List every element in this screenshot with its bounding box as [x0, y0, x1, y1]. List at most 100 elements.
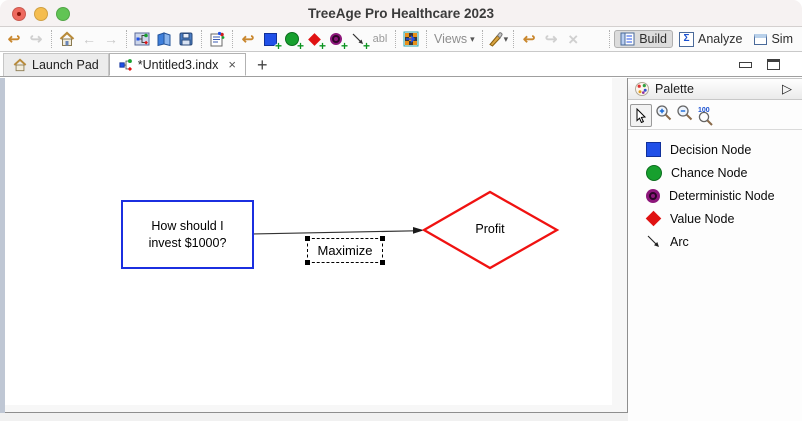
- edit-redo-button[interactable]: ↪: [541, 28, 561, 50]
- change-node-type-button[interactable]: ↩: [238, 28, 258, 50]
- open-button[interactable]: [154, 28, 174, 50]
- minimize-button[interactable]: [34, 7, 48, 21]
- sim-label: Sim: [771, 32, 793, 46]
- select-tool-button[interactable]: [630, 104, 652, 127]
- palette-expand-button[interactable]: ▷: [782, 81, 792, 96]
- palette-item-chance-node[interactable]: Chance Node: [628, 161, 802, 184]
- zoom-100-button[interactable]: 100: [697, 107, 715, 127]
- close-tab-icon[interactable]: ×: [228, 57, 236, 72]
- tab-label: Launch Pad: [32, 58, 99, 72]
- selection-handle[interactable]: [305, 236, 310, 241]
- zoom-in-icon: [656, 105, 672, 121]
- add-arc-button[interactable]: +: [348, 29, 370, 53]
- toolbar-separator: [395, 30, 396, 48]
- window-title: TreeAge Pro Healthcare 2023: [307, 5, 495, 21]
- build-label: Build: [639, 32, 667, 46]
- tab-launch-pad[interactable]: Launch Pad: [3, 53, 109, 76]
- tree-display-button[interactable]: [401, 28, 421, 50]
- add-value-node-button[interactable]: +: [304, 29, 326, 53]
- chance-node-icon: [285, 32, 299, 46]
- tab-untitled3[interactable]: *Untitled3.indx ×: [108, 53, 246, 76]
- add-chance-node-button[interactable]: +: [282, 29, 304, 52]
- back-button[interactable]: ←: [79, 28, 99, 50]
- decision-node-text-line2: invest $1000?: [148, 235, 227, 250]
- zoom-in-button[interactable]: [655, 104, 673, 127]
- palette-toolbar: 100: [628, 100, 802, 130]
- new-tree-button[interactable]: [132, 28, 152, 50]
- home-button[interactable]: [57, 28, 77, 50]
- save-icon: [179, 32, 193, 46]
- undo-icon: ↩: [522, 30, 536, 48]
- plus-icon: +: [274, 39, 282, 53]
- canvas-page[interactable]: How should I invest $1000? Profit Maximi…: [5, 78, 612, 405]
- views-label: Views: [434, 32, 468, 46]
- arc-arrowhead-icon: [413, 227, 424, 234]
- home-icon: [59, 31, 75, 46]
- plus-icon: +: [362, 39, 370, 53]
- palette-item-deterministic-node[interactable]: Deterministic Node: [628, 184, 802, 207]
- edit-undo-button[interactable]: ↩: [519, 28, 539, 50]
- selection-handle[interactable]: [380, 236, 385, 241]
- branch-label-text: Maximize: [317, 243, 373, 258]
- selection-handle[interactable]: [380, 260, 385, 265]
- arc-icon: [352, 33, 363, 44]
- maximize-view-button[interactable]: [767, 59, 780, 70]
- palette-item-decision-node[interactable]: Decision Node: [628, 138, 802, 161]
- add-deterministic-node-button[interactable]: +: [326, 29, 348, 53]
- arc-line[interactable]: [251, 230, 416, 235]
- deterministic-node-icon: [330, 33, 342, 45]
- toolbar-separator: [513, 30, 515, 48]
- views-dropdown[interactable]: Views ▾: [431, 32, 478, 46]
- toolbar-separator: [126, 30, 127, 48]
- undo-button[interactable]: ↩: [4, 28, 24, 50]
- tree-display-icon: [403, 31, 419, 47]
- decision-node[interactable]: How should I invest $1000?: [121, 200, 254, 269]
- perspective-sim-button[interactable]: Sim: [748, 30, 799, 48]
- toolbar-separator: [481, 30, 483, 48]
- analyze-label: Analyze: [697, 32, 743, 46]
- forward-icon: →: [104, 31, 118, 47]
- redo-button[interactable]: ↪: [26, 28, 46, 50]
- perspective-analyze-button[interactable]: Σ Analyze: [673, 30, 748, 49]
- fullscreen-button[interactable]: [56, 7, 70, 21]
- palette-item-label: Arc: [670, 234, 689, 249]
- value-node-label: Profit: [475, 222, 505, 236]
- redo-icon: ↪: [29, 30, 43, 48]
- pen-style-dropdown[interactable]: ▾: [488, 28, 508, 50]
- close-button[interactable]: [12, 7, 26, 21]
- canvas-drawing: [251, 190, 560, 270]
- new-document-button[interactable]: [207, 28, 227, 50]
- palette-item-value-node[interactable]: Value Node: [628, 207, 802, 230]
- palette-header[interactable]: Palette ▷: [628, 78, 802, 100]
- forward-button[interactable]: →: [101, 28, 121, 50]
- new-tab-button[interactable]: +: [256, 55, 268, 75]
- save-button[interactable]: [176, 28, 196, 50]
- cursor-icon: [636, 108, 647, 123]
- toolbar-separator: [201, 30, 202, 48]
- undo-icon: ↩: [7, 30, 21, 48]
- perspective-build-button[interactable]: Build: [614, 30, 673, 48]
- arc-icon: [647, 235, 659, 247]
- delete-icon: ×: [568, 29, 579, 49]
- plus-icon: +: [340, 39, 348, 53]
- delete-button[interactable]: ×: [563, 28, 583, 50]
- label-tool-button[interactable]: abl: [370, 28, 390, 50]
- minimize-view-button[interactable]: [739, 61, 752, 68]
- palette-item-list: Decision Node Chance Node Deterministic …: [628, 130, 802, 253]
- zoom-100-label: 100: [698, 107, 710, 114]
- zoom-out-button[interactable]: [676, 104, 694, 127]
- plus-icon: +: [318, 39, 326, 53]
- editor-tab-bar: Launch Pad *Untitled3.indx × +: [0, 53, 802, 77]
- pen-icon: [488, 32, 503, 47]
- branch-label-maximize[interactable]: Maximize: [305, 236, 385, 265]
- sim-perspective-icon: [754, 33, 768, 45]
- selection-handle[interactable]: [305, 260, 310, 265]
- add-decision-node-button[interactable]: +: [260, 29, 282, 53]
- decision-node-text-line1: How should I: [151, 219, 224, 234]
- background-window-sliver: [0, 78, 5, 421]
- palette-item-arc[interactable]: Arc: [628, 230, 802, 253]
- palette-item-label: Deterministic Node: [669, 188, 775, 203]
- value-node-shape[interactable]: [421, 190, 560, 270]
- decision-node-icon: [646, 142, 661, 157]
